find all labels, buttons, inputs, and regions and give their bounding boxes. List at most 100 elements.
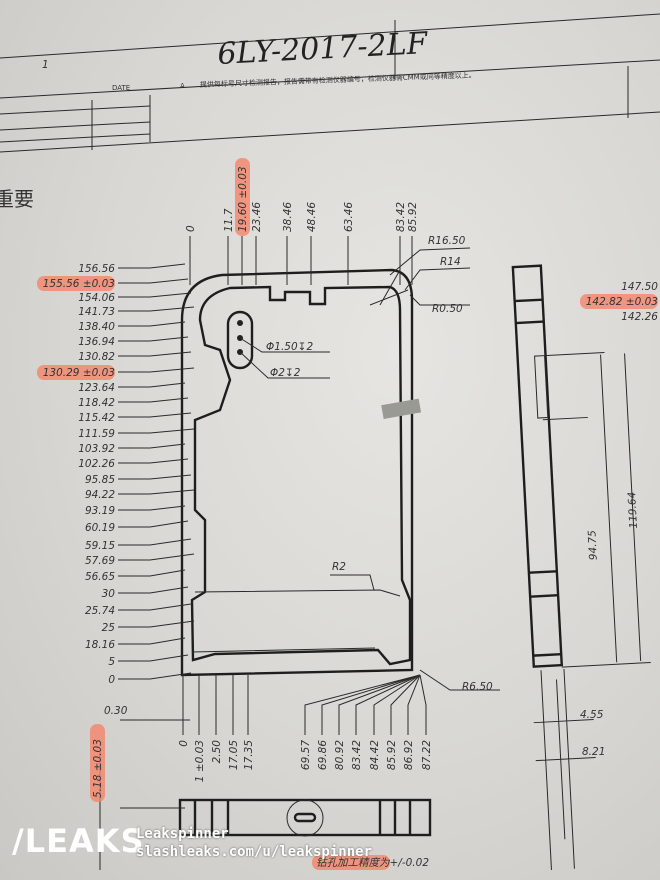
left-dimension-label: 115.42 <box>78 412 115 424</box>
top-dimension-label: 63.46 <box>343 202 355 232</box>
callout-label: R0.50 <box>432 303 463 315</box>
leader-line <box>118 538 192 546</box>
tolerance-note-group: 钻孔加工精度为+/-0.02 <box>312 855 429 870</box>
top-dimension-label-group: 85.92 <box>407 202 419 232</box>
top-dimension-label-group: 11.7 <box>223 208 235 232</box>
leader-line <box>118 654 189 662</box>
highlight-mark <box>580 294 658 309</box>
top-dimension-label-group: 63.46 <box>343 202 355 232</box>
width-outer-label-group: 8.21 <box>582 746 605 758</box>
left-dimension-label-group: 25.74 <box>85 605 115 617</box>
left-dimension-label: 138.40 <box>78 321 115 333</box>
leader-line <box>118 321 186 327</box>
left-dimension-label: 25.74 <box>85 605 115 617</box>
left-dimension-label: 118.42 <box>78 397 115 409</box>
left-dimension-label-group: 118.42 <box>78 397 115 409</box>
bottom-dimension-label-group: 86.92 <box>403 740 415 770</box>
top-dimension-label: 83.42 <box>395 202 407 232</box>
leader-line <box>355 674 421 735</box>
left-dimension-label: 5 <box>108 656 115 668</box>
left-dimension-label-group: 5 <box>108 656 115 668</box>
leader-line <box>118 586 189 594</box>
left-dimension-label-group: 59.15 <box>85 540 115 552</box>
left-dimension-label-group: 111.59 <box>78 428 115 440</box>
bottom-dimension-label: 80.92 <box>334 740 346 770</box>
top-dimension-label-group: 23.46 <box>251 202 263 232</box>
title-block <box>0 13 660 153</box>
left-dimension-label-group: 102.26 <box>78 458 115 470</box>
leader-line <box>118 351 192 357</box>
bottom-dimension-label-group: 69.57 <box>300 740 312 770</box>
side-dimension-label: 147.50 <box>621 281 658 293</box>
bottom-dimension-label: 83.42 <box>351 740 363 770</box>
left-dimension-label: 25 <box>102 622 116 634</box>
bottom-dimension-label: 17.35 <box>243 740 255 770</box>
bottom-dimension-label: 87.22 <box>421 740 433 770</box>
bottom-dimension-label-group: 17.05 <box>228 740 240 770</box>
bottom-dimension-label: 2.50 <box>211 740 223 764</box>
handwritten-part-code: 6LY-2017-2LF <box>217 26 430 72</box>
left-dimension-label: 0 <box>108 674 115 686</box>
left-dimension-label: 94.22 <box>85 489 115 501</box>
top-dimension-label: 38.46 <box>282 202 294 232</box>
bottom-dimension-label: 69.57 <box>300 740 312 770</box>
bottom-dimension-label-group: 2.50 <box>211 740 223 764</box>
thickness-label: 5.18 ±0.03 <box>92 739 104 798</box>
top-dimension-label-group: 83.42 <box>395 202 407 232</box>
top-dimension-label-group: 38.46 <box>282 202 294 232</box>
leader-line <box>118 505 186 511</box>
left-dimension-label: 102.26 <box>78 458 115 470</box>
callout-label-group: Φ1.50↧2 <box>266 341 313 353</box>
length-short-label: 94.75 <box>586 530 600 561</box>
callout-label: R14 <box>440 256 461 268</box>
leader-line <box>118 397 189 403</box>
left-dimension-label-group: 115.42 <box>78 412 115 424</box>
callout-label-group: 0.30 <box>104 705 128 717</box>
left-dimension-label-group: 0 <box>108 674 115 686</box>
bottom-dimension-label: 84.42 <box>369 740 381 770</box>
left-dimension-label-group: 95.85 <box>85 474 115 486</box>
highlight-mark <box>37 365 115 380</box>
leader-line <box>118 412 192 418</box>
leader-line <box>118 306 195 312</box>
top-dimension-label-group: 19.60 ±0.03 <box>235 158 250 236</box>
leader-line <box>118 382 186 388</box>
left-dimension-label-group: 123.64 <box>78 382 115 394</box>
bottom-dimension-label: 0 <box>178 740 190 747</box>
leader-line <box>118 569 186 577</box>
frame-outline <box>180 247 500 691</box>
leader-line <box>118 553 195 561</box>
callout-label: R2 <box>332 561 346 573</box>
title-border-bottom <box>0 111 660 153</box>
left-dimension-label: 136.94 <box>78 336 115 348</box>
left-dimension-label: 93.19 <box>85 505 115 517</box>
bottom-dimension-label: 17.05 <box>228 740 240 770</box>
left-dimension-label-group: 25 <box>102 622 116 634</box>
leader-line <box>118 292 192 298</box>
bottom-dimension-label-group: 87.22 <box>421 740 433 770</box>
bottom-dimension-label: 85.92 <box>386 740 398 770</box>
left-dimension-label: 141.73 <box>78 306 115 318</box>
left-dimension-label: 18.16 <box>85 639 115 651</box>
bottom-view <box>99 719 432 870</box>
leader-line <box>419 674 427 735</box>
left-dimension-label: 123.64 <box>78 382 115 394</box>
left-dimension-label-group: 93.19 <box>85 505 115 517</box>
side-dimension-label-group: 142.26 <box>621 311 658 323</box>
top-dimension-label: 11.7 <box>223 208 235 232</box>
leader-line <box>118 637 186 645</box>
highlight-mark <box>37 276 115 291</box>
leader-line <box>118 620 195 628</box>
bottom-dimension-label-group: 85.92 <box>386 740 398 770</box>
rev-rows <box>0 105 151 143</box>
camera-slot <box>226 310 254 370</box>
leader-line <box>118 443 186 449</box>
leader-line <box>304 674 421 735</box>
left-dimension-label: 60.19 <box>85 522 115 534</box>
left-dimension-label-group: 141.73 <box>78 306 115 318</box>
callout-label-group: R6.50 <box>462 681 493 693</box>
watermark-user: Leakspinner <box>136 826 229 842</box>
top-dimension-label: 85.92 <box>407 202 419 232</box>
rev-number: 1 <box>42 59 49 71</box>
callout-label-group: R0.50 <box>432 303 463 315</box>
